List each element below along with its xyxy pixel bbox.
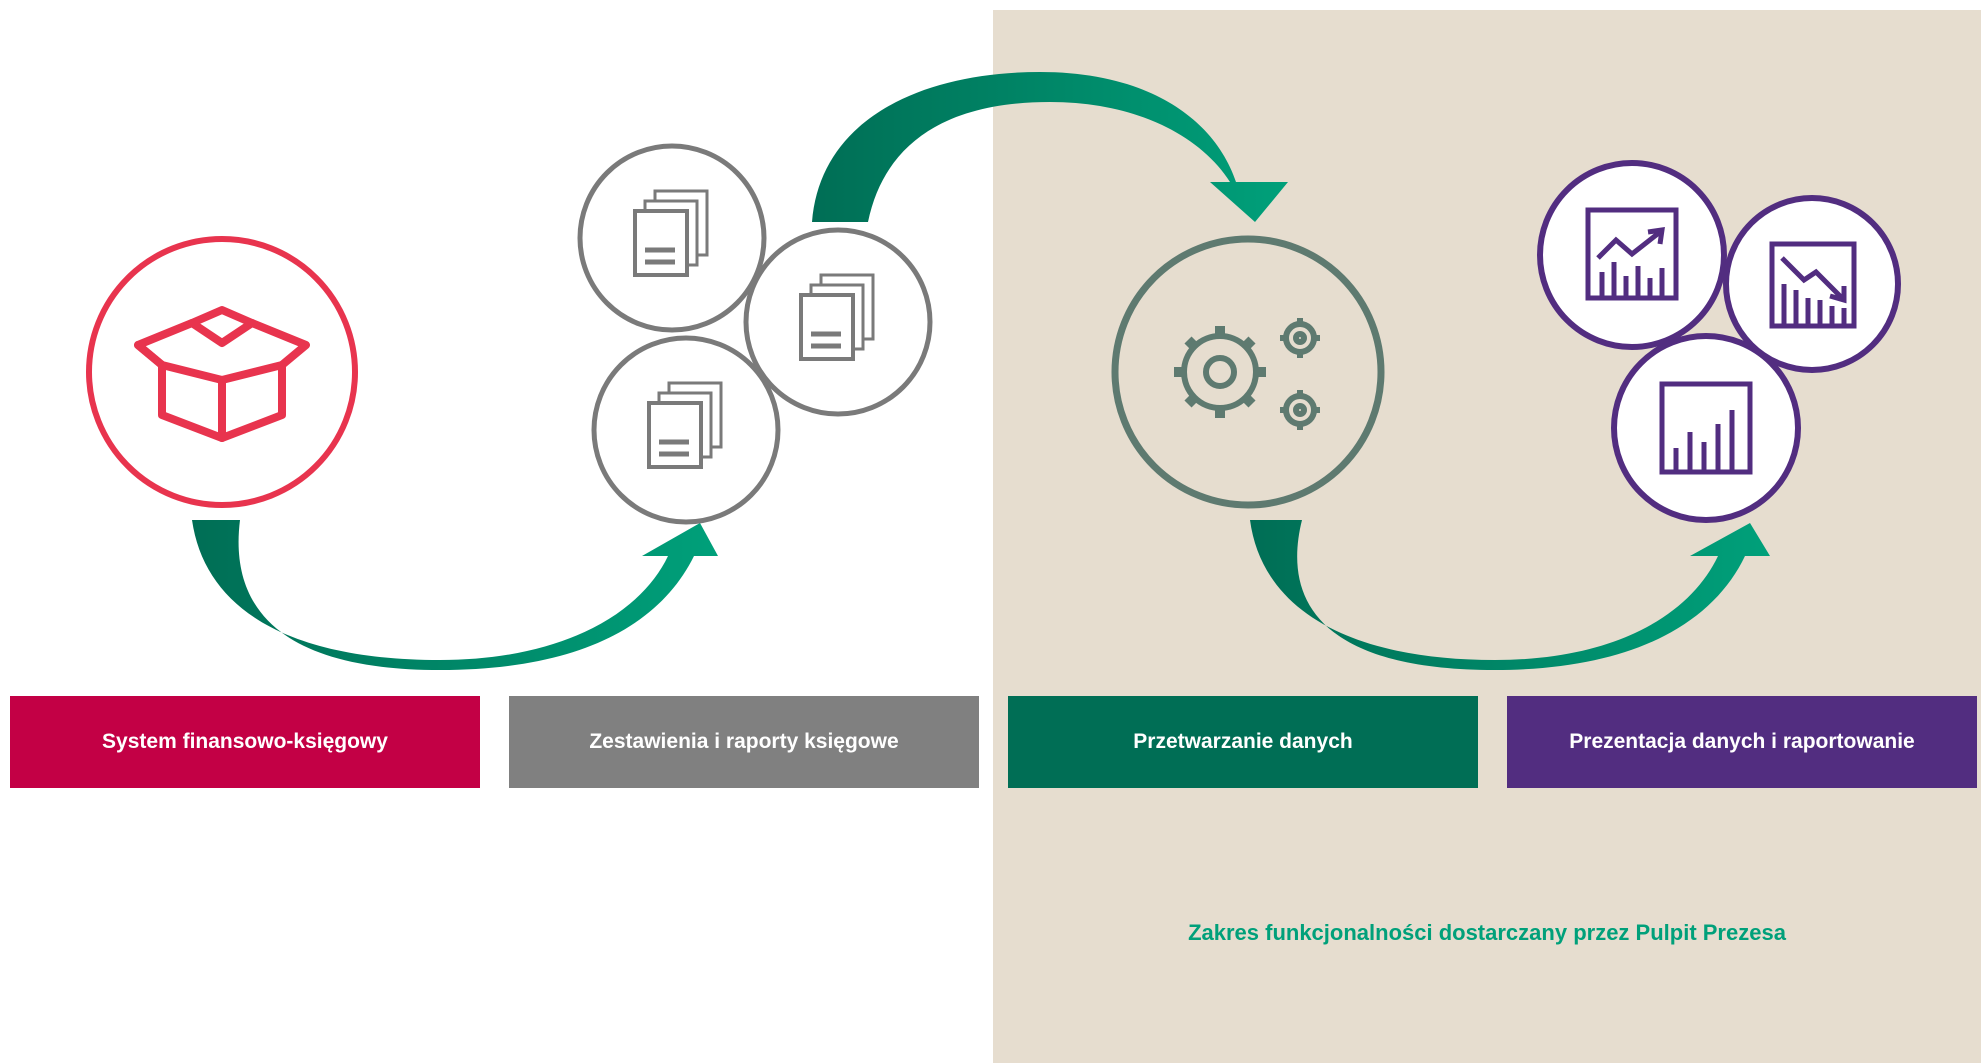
arrow-processing-to-presentation — [1250, 520, 1770, 670]
stage-label-text: Prezentacja danych i raportowanie — [1569, 730, 1915, 753]
scope-panel — [993, 10, 1981, 1063]
arrow-system-to-reports — [192, 520, 718, 670]
document-stack-icon — [801, 275, 873, 359]
stage-label-text: Zestawienia i raporty księgowe — [589, 730, 899, 753]
stage-label-reports: Zestawienia i raporty księgowe — [509, 696, 979, 788]
chart-up-icon-circle — [1537, 160, 1727, 350]
stage-label-text: Przetwarzanie danych — [1133, 730, 1353, 753]
stage-label-text: System finansowo-księgowy — [102, 730, 388, 753]
reports-icon-circle-top — [577, 143, 767, 333]
stage-label-processing: Przetwarzanie danych — [1008, 696, 1478, 788]
scope-caption: Zakres funkcjonalności dostarczany przez… — [1188, 920, 1786, 945]
stage-label-presentation: Prezentacja danych i raportowanie — [1507, 696, 1977, 788]
system-icon-circle — [86, 236, 358, 508]
stage-label-system: System finansowo-księgowy — [10, 696, 480, 788]
processing-icon-circle — [1111, 235, 1385, 509]
gears-icon — [1174, 318, 1320, 430]
chart-down-icon-circle — [1723, 195, 1901, 373]
arrow-reports-to-processing — [812, 72, 1288, 222]
reports-icon-circle-bottom — [591, 335, 781, 525]
box-icon — [134, 306, 310, 442]
chart-bars-icon-circle — [1611, 333, 1801, 523]
chart-bars-icon — [1659, 381, 1753, 475]
document-stack-icon — [635, 191, 707, 275]
reports-icon-circle-right — [743, 227, 933, 417]
chart-up-icon — [1585, 207, 1679, 301]
document-stack-icon — [649, 383, 721, 467]
chart-down-icon — [1769, 241, 1857, 329]
